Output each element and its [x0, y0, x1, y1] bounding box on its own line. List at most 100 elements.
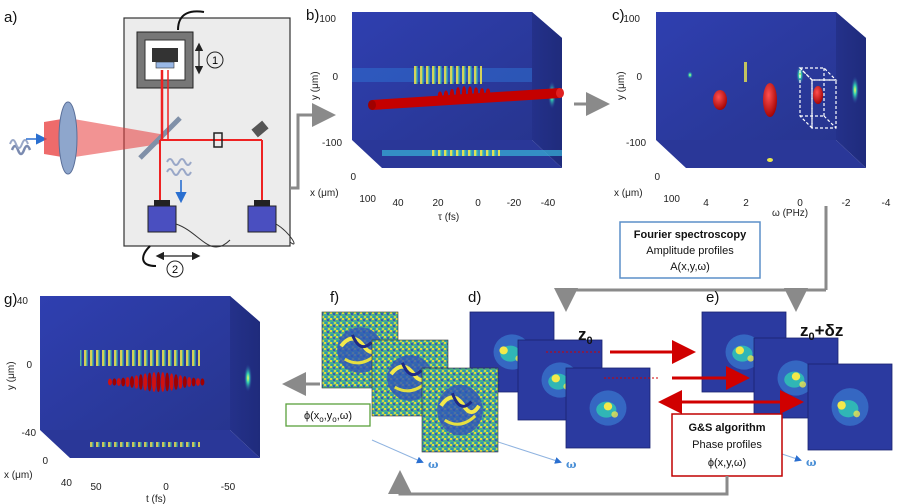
- pulse-b-bulge: [467, 86, 473, 102]
- panel-c-wtick-4: -4: [882, 198, 891, 209]
- step-1-text: 1: [212, 55, 218, 67]
- fold-mirror: [251, 120, 269, 138]
- beam-image-d-3: [565, 367, 651, 449]
- panel-a-label: a): [4, 9, 17, 26]
- pulse-g-slice: [196, 378, 200, 386]
- panel-b-ttick-0: 40: [392, 198, 404, 209]
- panel-b-pulse: [368, 86, 564, 110]
- panel-c-bottom-face: [656, 140, 866, 168]
- spectral-blob-1: [713, 90, 727, 110]
- panel-e-label: e): [706, 289, 719, 306]
- pulse-g-slice: [187, 376, 192, 388]
- pulse-copies-icon: [166, 158, 192, 176]
- panel-g-ttick-2: -50: [221, 482, 236, 493]
- panel-g-ytick-1: 0: [26, 360, 32, 371]
- gs-algorithm-box: G&S algorithm Phase profiles ϕ(x,y,ω): [671, 413, 783, 477]
- panel-b-xtick-0: 0: [350, 172, 356, 183]
- panel-b-tlabel: τ (fs): [438, 212, 459, 223]
- panel-g-label: g): [4, 291, 17, 308]
- panel-g-ylabel: y (μm): [6, 361, 17, 390]
- input-pulse-icon: [9, 139, 32, 156]
- panel-g-xtick-0: 0: [42, 456, 48, 467]
- panel-f-label: f): [330, 289, 339, 306]
- pulse-b-bulge: [485, 88, 491, 97]
- panel-d-label: d): [468, 289, 481, 306]
- spectral-blob-3: [813, 86, 823, 104]
- small-optic: [213, 132, 223, 148]
- panel-b-ttick-3: -20: [507, 198, 522, 209]
- spectral-blob-2: [763, 83, 777, 117]
- panel-b-xlabel: x (μm): [310, 188, 339, 199]
- mirror-holder: [152, 48, 178, 62]
- panel-e-omega: ω: [806, 456, 817, 469]
- panel-c-wtick-0: 4: [703, 198, 709, 209]
- panel-c-ylabel: y (μm): [616, 71, 627, 100]
- panel-g-ytick-2: -40: [22, 428, 37, 439]
- panel-c-volume: c) 100 0 -100 y (μm) 0 100 x (μm) 4 2: [612, 7, 891, 219]
- panel-g-xtick-1: 40: [61, 478, 73, 489]
- pulse-g-slice: [178, 375, 183, 389]
- pulse-g-slice: [160, 372, 165, 392]
- pulse-b-bulge: [461, 86, 467, 103]
- pulse-b-bulge: [449, 88, 455, 101]
- panel-c-ytick-2: -100: [626, 138, 646, 149]
- panel-g-ttick-1: 0: [163, 482, 169, 493]
- panel-b-ytick-2: -100: [322, 138, 342, 149]
- pulse-b-bulge: [443, 90, 449, 101]
- step-2-circle: [166, 260, 184, 278]
- fourier-line2: A(x,y,ω): [670, 261, 710, 273]
- phase-map-3: [421, 367, 499, 453]
- panel-d-omega: ω: [566, 458, 577, 471]
- panel-b-ytick-0: 100: [319, 14, 336, 25]
- panel-b-volume: b) 100 0 -100 y (μm) 0 100 x (μm) 40 20 …: [306, 7, 610, 223]
- panel-c-label: c): [612, 7, 625, 24]
- pulse-b-bulge: [479, 88, 485, 98]
- panel-g-xlabel: x (μm): [4, 470, 33, 481]
- pulse-g-slice: [116, 378, 121, 386]
- panel-b-ylabel: y (μm): [310, 71, 321, 100]
- arrow-a-to-b: [290, 103, 336, 190]
- frequency-slice-box: [798, 66, 838, 130]
- panel-b-ttick-1: 20: [432, 198, 444, 209]
- pulse-g-slice: [174, 374, 178, 390]
- gs-line2: ϕ(x,y,ω): [708, 457, 746, 469]
- panel-b-ttick-4: -40: [541, 198, 556, 209]
- panel-a-setup: a) 1: [4, 9, 336, 278]
- pulse-g-slice: [200, 378, 205, 386]
- pulse-g-slice: [152, 372, 156, 392]
- pulse-b-bulge: [437, 91, 443, 100]
- panel-g-pulse: [108, 372, 205, 392]
- panel-c-ytick-1: 0: [636, 72, 642, 83]
- panel-c-xtick-1: 100: [663, 194, 680, 205]
- panel-c-xlabel: x (μm): [614, 188, 643, 199]
- pulse-g-slice: [143, 373, 148, 391]
- pulse-g-slice: [125, 376, 130, 388]
- panel-g-ttick-0: 50: [90, 482, 102, 493]
- pulse-g-slice: [156, 372, 161, 392]
- panel-c-ytick-0: 100: [623, 14, 640, 25]
- step-2-text: 2: [172, 264, 178, 276]
- panel-c-wtick-3: -2: [842, 198, 851, 209]
- pulse-g-slice: [112, 378, 117, 386]
- pulse-g-slice: [165, 372, 170, 392]
- phase-label-text: ϕ(xo,yo,ω): [304, 410, 352, 424]
- fourier-spectroscopy-box: Fourier spectroscopy Amplitude profiles …: [619, 221, 761, 279]
- panel-b-ytick-1: 0: [332, 72, 338, 83]
- pulse-g-slice: [138, 374, 143, 390]
- panel-d-z-label: z0: [578, 325, 593, 347]
- fourier-line1: Amplitude profiles: [646, 245, 734, 257]
- panel-c-wlabel: ω (PHz): [772, 208, 808, 219]
- panel-g-ytick-0: 40: [17, 296, 29, 307]
- fourier-title: Fourier spectroscopy: [634, 229, 747, 241]
- top-cable: [177, 10, 205, 31]
- panel-b-ttick-2: 0: [475, 198, 481, 209]
- pulse-g-slice: [134, 375, 139, 389]
- gs-line1: Phase profiles: [692, 439, 762, 451]
- arrow-to-d: [554, 288, 826, 312]
- pulse-b-bulge: [473, 87, 479, 100]
- beam-image-e-3: [807, 363, 893, 451]
- pulse-g-slice: [108, 378, 112, 386]
- phase-label-box: [285, 403, 371, 427]
- pulse-g-slice: [191, 377, 196, 387]
